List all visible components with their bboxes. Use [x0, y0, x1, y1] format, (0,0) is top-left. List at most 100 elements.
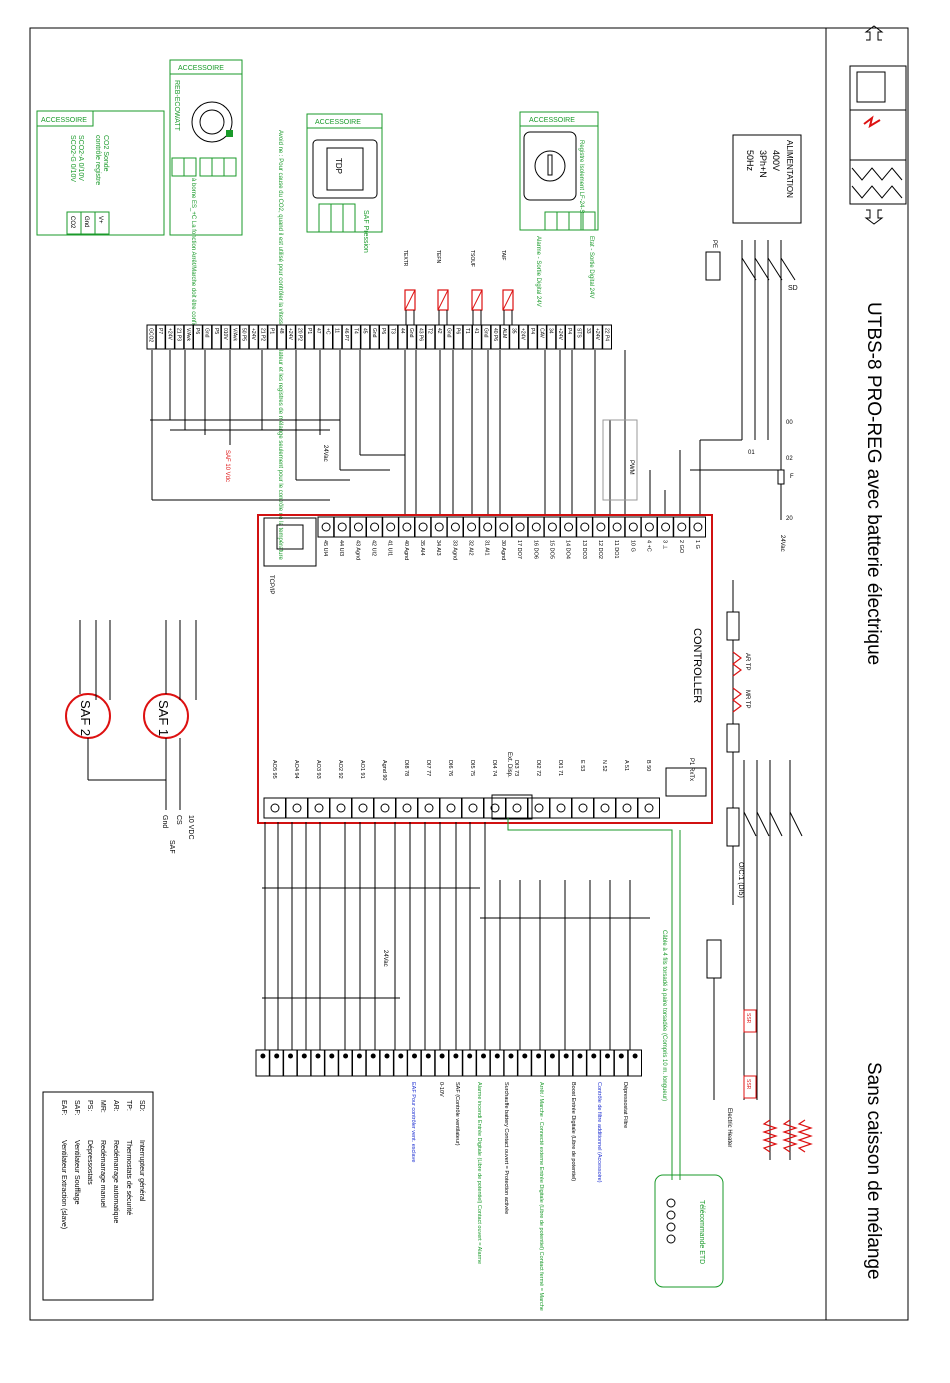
svg-text:PWM: PWM: [628, 460, 634, 475]
controller-terminal-label: 14 DO4: [565, 540, 571, 559]
thermostat-label: O/C:1 (DI5): [737, 862, 744, 898]
legend-abbr: AR:: [112, 1100, 119, 1112]
controller-io-terminal: [527, 797, 550, 819]
motor-saf-2: SAF 2: [65, 620, 166, 781]
accessory-isolation-damper: ACCESSOIRE Registre Isolement LF-24-S Al…: [519, 111, 599, 307]
ext-display-port: [491, 794, 533, 820]
controller-terminal-label: 32 AI2: [468, 540, 474, 556]
top-terminal-label: 40 P6: [492, 328, 498, 341]
connection-note: Arrêt / Marche - Connecté externe Entrée…: [538, 1082, 544, 1311]
controller-io-terminal: [549, 797, 572, 819]
controller-io-terminal: [571, 797, 594, 819]
top-terminal-label: 21 P2: [259, 328, 265, 341]
top-terminal-label: 21 P3: [176, 328, 182, 341]
top-terminal-label: +24V: [166, 328, 172, 340]
breaker-icon: [849, 65, 907, 205]
controller-io-terminal: [505, 797, 528, 819]
legend-text: Dépressostats: [86, 1140, 93, 1185]
motor-saf-1: SAF 1: [143, 620, 197, 810]
bottom-terminal: [517, 1049, 532, 1077]
controller-terminal: [657, 516, 674, 538]
controller-terminal: [527, 516, 545, 538]
top-terminal-label: 48: [278, 328, 284, 334]
pressure-header: ACCESSOIRE: [315, 119, 361, 126]
top-terminal-label: Gnd: [445, 328, 451, 338]
controller: CONTROLLER TCP/IP 1 G2 GO3 ⊥4 +C10 G11 D…: [257, 514, 713, 824]
top-terminal-label: 44: [399, 328, 405, 334]
pressure-device: TDP: [334, 158, 343, 174]
electric-heater: SSR SSR: [706, 939, 813, 1153]
co2-pin-co2: CO2: [69, 216, 75, 229]
top-terminal: [537, 324, 547, 350]
saf1-label: SAF 1: [156, 700, 171, 736]
controller-terminal-label: 42 UI2: [371, 540, 377, 556]
accessory-reb-ecowatt: ACCESSOIRE REB-ECOWATT à borne ES_+C La …: [169, 59, 243, 337]
legend-abbr: MR:: [99, 1100, 106, 1113]
controller-terminal-label: 33 Agnd: [451, 540, 457, 560]
top-terminal-label: +24V: [250, 328, 256, 340]
top-terminal-label: 11: [334, 328, 340, 333]
co2-line-1: CO2 Sonde: [102, 135, 109, 172]
controller-terminal: [414, 516, 432, 538]
top-terminal-label: Gnd: [371, 328, 377, 338]
controller-terminal: [479, 516, 496, 538]
svg-text:SAF 10 Vdc: SAF 10 Vdc: [224, 450, 230, 482]
pressure-transmitter-icon: [312, 139, 378, 199]
controller-io-label: DI1 71: [557, 760, 563, 776]
controller-io-label: DI8 78: [403, 760, 409, 776]
bottom-terminal-strip: [255, 1049, 643, 1077]
co2-line-2: contrôle registre: [94, 135, 101, 185]
controller-terminal-label: 4 +C: [645, 540, 651, 552]
controller-terminal-label: 17 DO7: [516, 540, 522, 559]
top-terminal-label: T3: [389, 328, 395, 334]
controller-terminal: [673, 516, 690, 538]
top-terminal-label: ALM: [501, 328, 507, 338]
tcp-label: TCP/IP: [268, 575, 274, 594]
top-terminal-label: T1: [464, 328, 470, 334]
top-terminal-label: 33: [585, 328, 591, 334]
top-terminal: [518, 324, 529, 350]
controller-terminal: [592, 516, 609, 538]
sensor-label: TSOUF: [469, 250, 475, 267]
controller-terminal: [543, 516, 561, 538]
sheet-frame: [29, 27, 909, 1321]
top-terminal-label: 45: [362, 328, 368, 334]
controller-terminal: [430, 516, 448, 538]
controller-io-label: DI2 72: [535, 760, 541, 776]
top-terminal: [565, 324, 575, 350]
legend-text: Ventilateur Soufflage: [73, 1140, 80, 1205]
p1-label: P1 RxTx: [688, 758, 694, 781]
controller-terminal: [382, 516, 399, 538]
legend-abbr: SAF:: [73, 1100, 80, 1116]
controller-terminal-label: 40 Agnd: [403, 540, 409, 560]
controller-terminal-label: 43 Agnd: [354, 540, 360, 560]
arrow-down-icon: [864, 209, 884, 225]
motor-signal-saf: SAF: [168, 840, 175, 854]
svg-text:24Vac: 24Vac: [322, 445, 328, 462]
bottom-wiring: [262, 822, 650, 1050]
bottom-terminal: [269, 1049, 284, 1077]
controller-io-label: AO5 95: [271, 760, 277, 779]
top-terminal-label: 41: [473, 328, 479, 334]
top-terminal-label: 47: [315, 328, 321, 334]
controller-terminal-label: 15 DO5: [548, 540, 554, 559]
svg-text:24Vac: 24Vac: [382, 950, 388, 967]
potentiometer-knob-icon: [191, 101, 233, 143]
bottom-terminal: [545, 1049, 560, 1077]
connection-note: Dépressostat Filtre: [622, 1082, 628, 1128]
legend-abbr: SD:: [138, 1100, 145, 1112]
controller-terminal: [511, 516, 529, 538]
connection-note: Contrôle de filtre additionnel (Accessoi…: [596, 1082, 602, 1183]
top-terminal-label: 42: [436, 328, 442, 334]
legend-text: Thermostats de sécurité: [125, 1140, 132, 1215]
controller-terminal-label: 44 UI3: [338, 540, 344, 556]
top-terminal-label: 010V: [222, 328, 228, 340]
ecowatt-name: REB-ECOWATT: [173, 80, 180, 132]
bottom-terminal: [531, 1049, 546, 1077]
bottom-terminal: [420, 1049, 436, 1077]
controller-io-label: DI6 76: [447, 760, 453, 776]
top-terminal: [555, 324, 566, 350]
